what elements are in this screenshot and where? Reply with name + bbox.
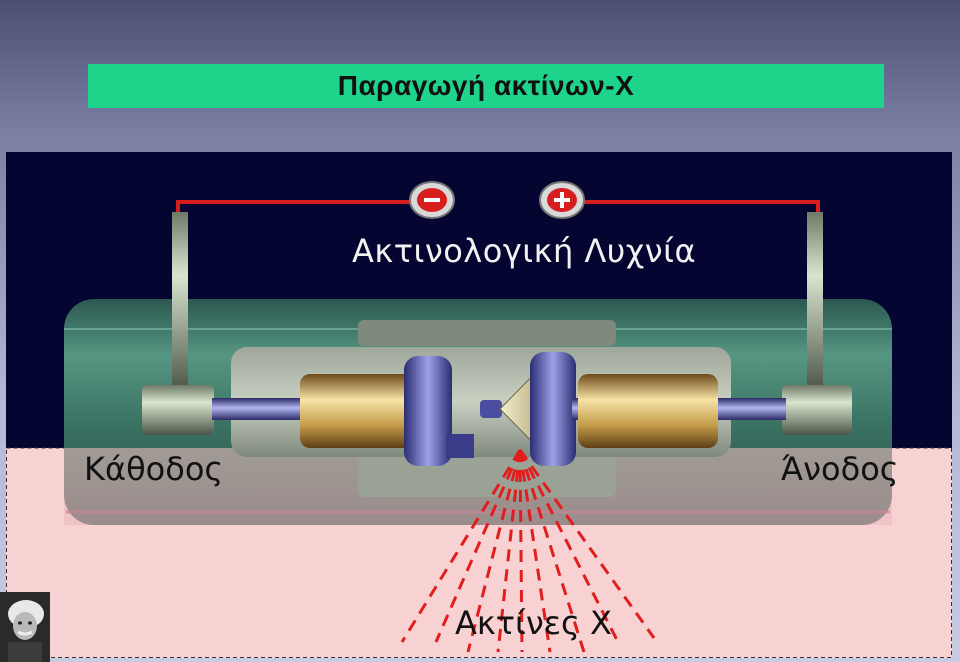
housing-bottom bbox=[358, 457, 616, 497]
cathode-label: Κάθοδος bbox=[84, 450, 223, 488]
cathode-ring bbox=[404, 356, 452, 466]
xray-label: Ακτίνες Χ bbox=[455, 604, 612, 642]
anode-label: Άνοδος bbox=[781, 450, 899, 488]
filament bbox=[480, 400, 502, 418]
anode-ring bbox=[530, 352, 576, 466]
housing-top bbox=[358, 320, 616, 346]
diagram-canvas bbox=[6, 152, 952, 658]
xray-tube-diagram bbox=[6, 152, 952, 658]
anode-post bbox=[807, 212, 823, 392]
cathode-rod bbox=[212, 398, 312, 420]
anode-connector bbox=[782, 385, 852, 435]
cathode-post bbox=[172, 212, 188, 392]
tube-label: Ακτινολογική Λυχνία bbox=[352, 232, 696, 270]
scientist-portrait bbox=[0, 592, 50, 662]
anode-cylinder bbox=[578, 374, 718, 448]
page-title: Παραγωγή ακτίνων-Χ bbox=[338, 70, 635, 102]
cathode-connector bbox=[142, 385, 214, 435]
anode-rod bbox=[712, 398, 786, 420]
plus-icon bbox=[540, 182, 584, 218]
minus-icon bbox=[410, 182, 454, 218]
title-bar: Παραγωγή ακτίνων-Χ bbox=[88, 64, 884, 108]
filament-holder bbox=[446, 434, 474, 458]
